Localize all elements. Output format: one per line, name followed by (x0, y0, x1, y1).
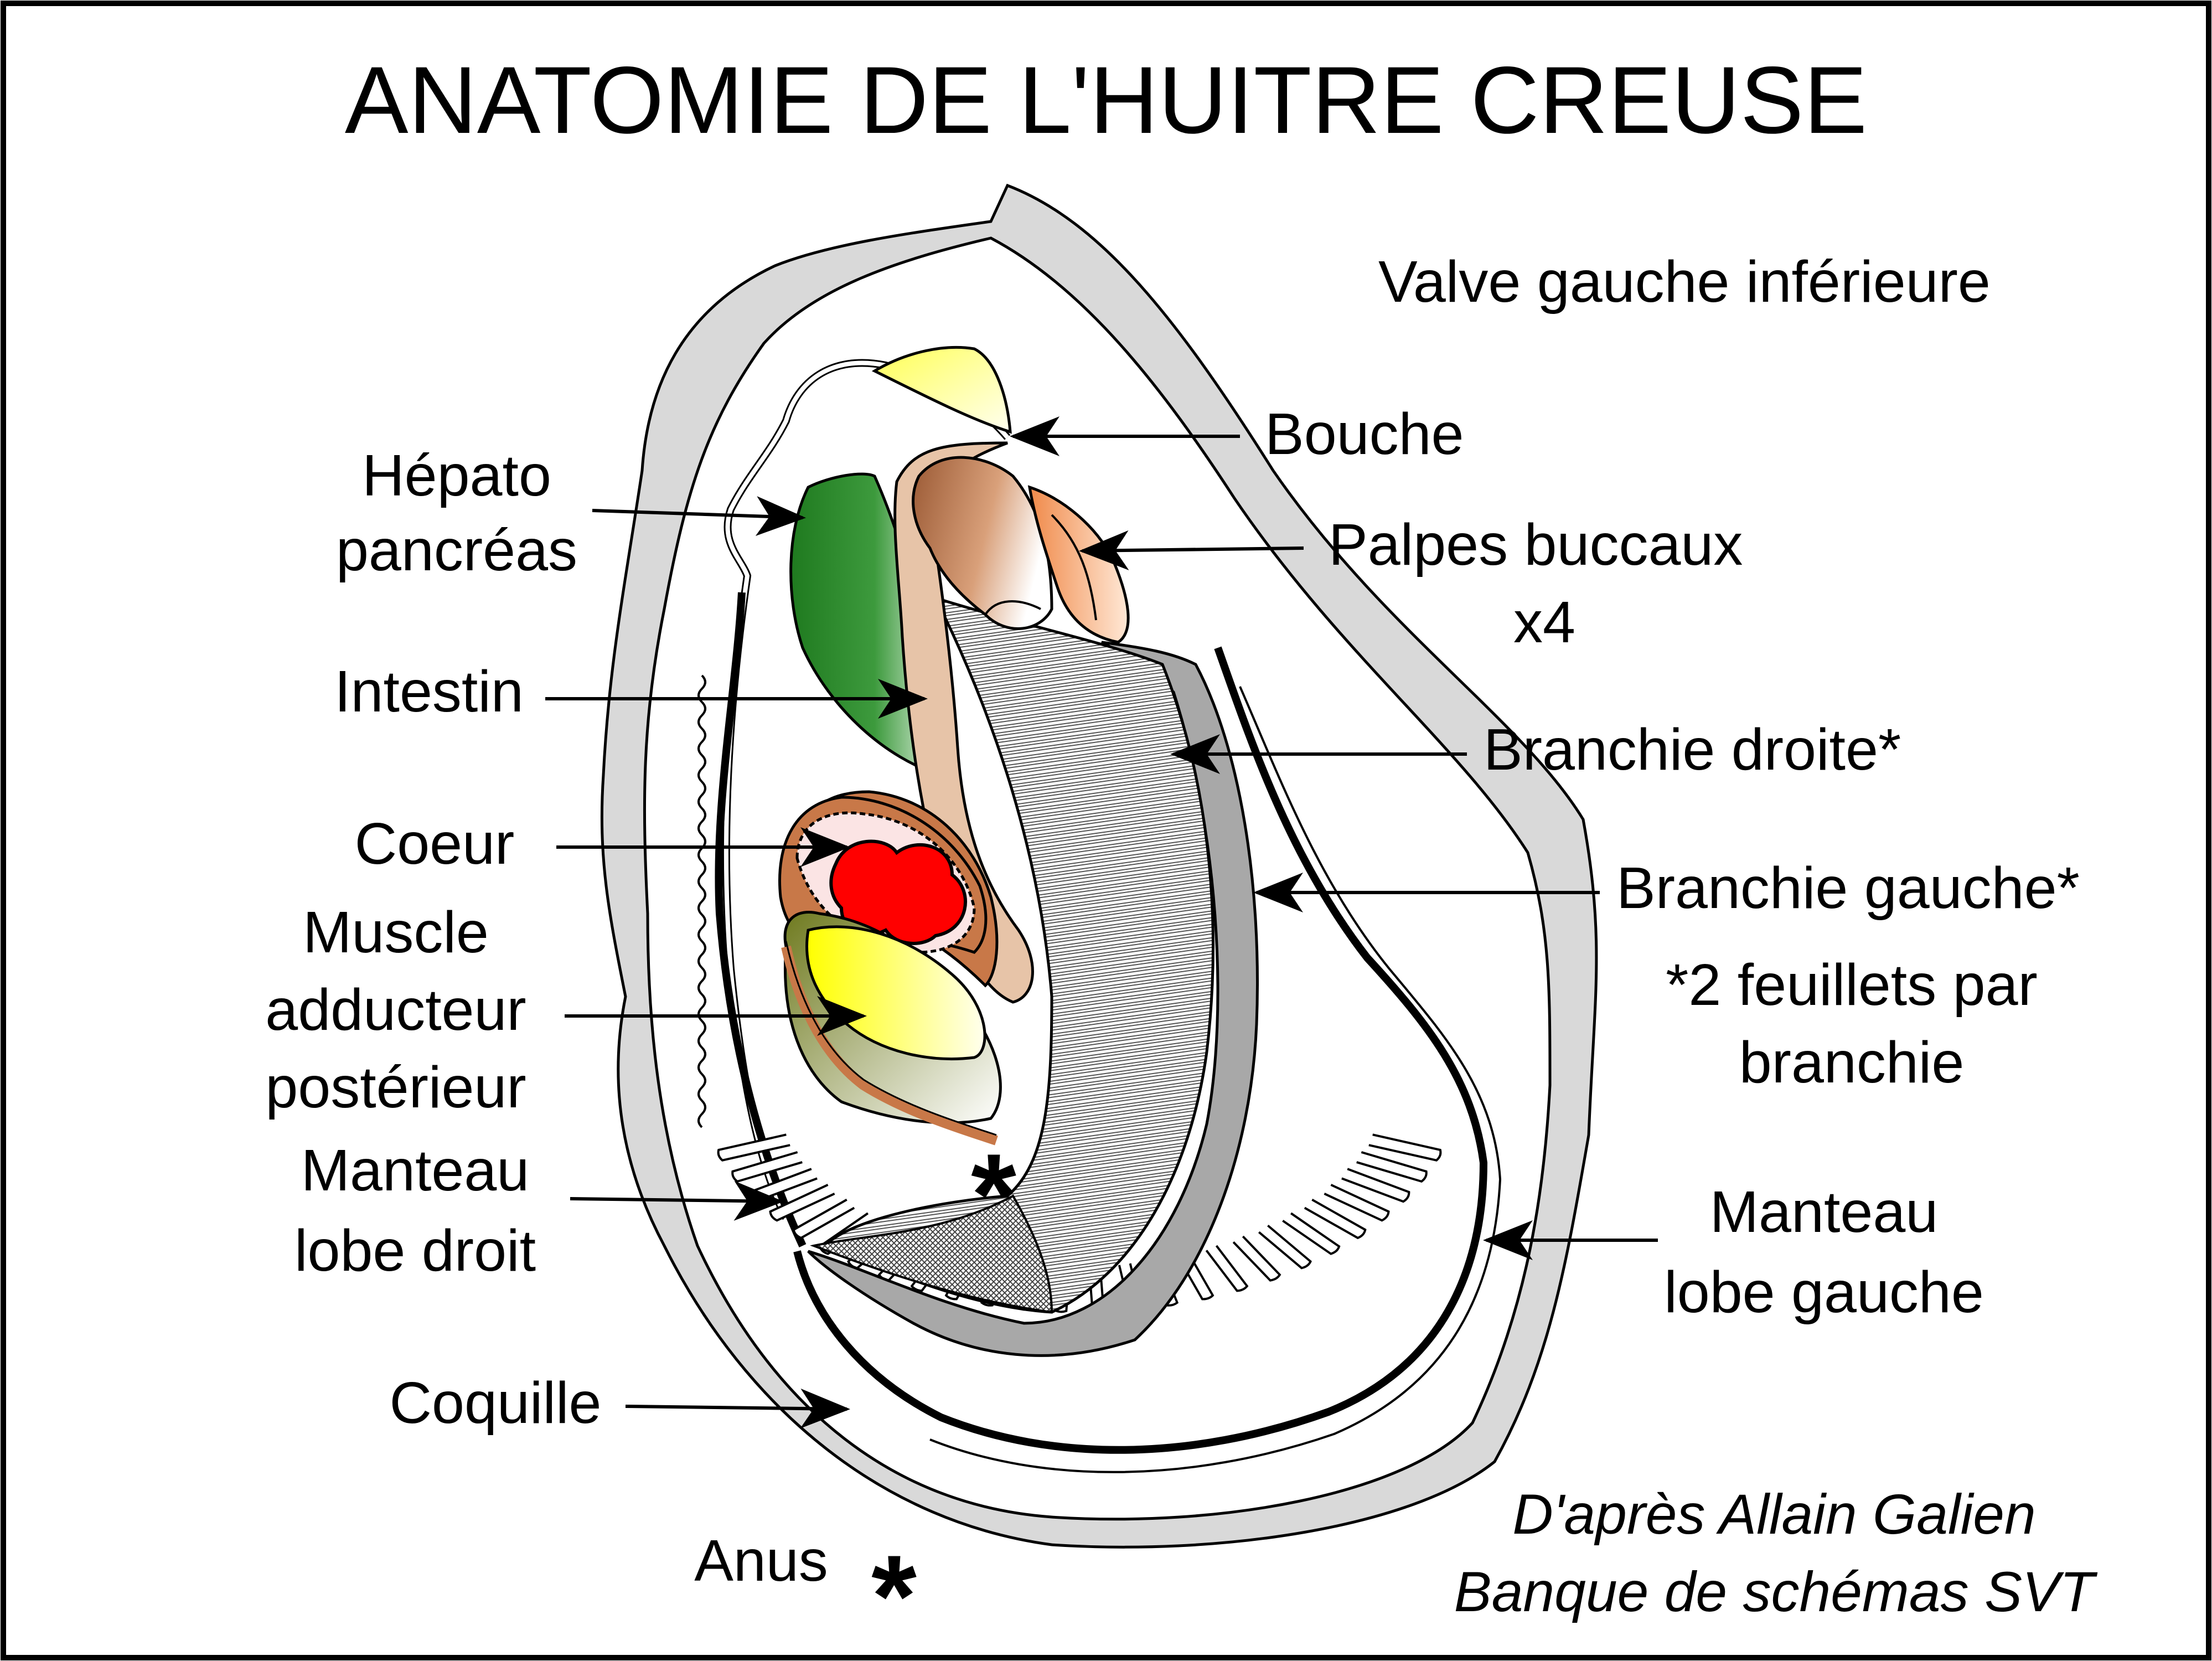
label-hepato-line1: Hépato (362, 443, 551, 508)
mantle-left-lobe-line (793, 646, 1488, 1454)
gill-asterisk: * (971, 1129, 1016, 1260)
mantle-fringe-tooth (792, 1198, 855, 1240)
label-muscle-line1: Muscle (303, 900, 489, 965)
diagram-title: ANATOMIE DE L'HUITRE CREUSE (345, 47, 1867, 153)
label-coeur: Coeur (355, 811, 515, 876)
mouth-tissue (871, 345, 1012, 434)
label-valve: Valve gauche inférieure (1378, 249, 1991, 314)
label-manteau-droit-line1: Manteau (301, 1138, 530, 1203)
mantle-right-fringe (697, 674, 706, 1128)
label-intestin: Intestin (334, 659, 524, 724)
gill-base-lamellae (810, 1194, 1053, 1314)
gill-right-lamellae (822, 595, 1214, 1314)
mantle-fringe-tooth (1341, 1168, 1410, 1203)
anus-asterisk: * (871, 1531, 917, 1661)
mantle-fringe-tooth (1258, 1224, 1312, 1270)
label-note-line2: branchie (1739, 1030, 1965, 1095)
label-muscle-line3: postérieur (265, 1055, 526, 1120)
mantle-left-outer-line (929, 686, 1502, 1473)
label-branchie-droite: Branchie droite* (1484, 717, 1901, 782)
arrow-manteau-droit (570, 1180, 784, 1221)
palps-brown (912, 456, 1053, 630)
mantle-right-lobe-line (715, 592, 807, 1247)
arrow-hepato (592, 496, 806, 537)
mantle-fringe-tooth (1304, 1198, 1367, 1240)
label-muscle-line2: adducteur (265, 977, 526, 1043)
label-manteau-gauche-line1: Manteau (1710, 1179, 1939, 1245)
label-anus: Anus (694, 1528, 828, 1593)
mantle-fringe-tooth (1324, 1184, 1390, 1222)
label-bouche: Bouche (1265, 401, 1464, 467)
mantle-fringe-tooth (717, 1133, 790, 1162)
label-coquille: Coquille (389, 1370, 601, 1436)
label-manteau-gauche-line2: lobe gauche (1664, 1260, 1984, 1325)
mantle-fringe-tooth (1282, 1212, 1341, 1255)
label-branchie-gauche: Branchie gauche* (1616, 855, 2080, 921)
mantle-fringe-tooth (1356, 1151, 1428, 1183)
credit-line1: D'après Allain Galien (1512, 1483, 2036, 1546)
label-palpes-line2: x4 (1513, 590, 1575, 655)
mantle-fringe-tooth (1205, 1245, 1249, 1292)
heart (829, 839, 967, 945)
label-hepato-line2: pancréas (336, 518, 577, 583)
label-palpes-line1: Palpes buccaux (1329, 512, 1743, 577)
mantle-fringe-tooth (1368, 1133, 1442, 1162)
arrow-palpes (1079, 530, 1304, 570)
label-manteau-droit-line2: lobe droit (294, 1218, 536, 1283)
label-note-line1: *2 feuillets par (1666, 952, 2038, 1018)
arrow-coquille (625, 1388, 850, 1428)
mantle-fringe-tooth (1232, 1235, 1281, 1282)
credit-line2: Banque de schémas SVT (1454, 1560, 2098, 1623)
